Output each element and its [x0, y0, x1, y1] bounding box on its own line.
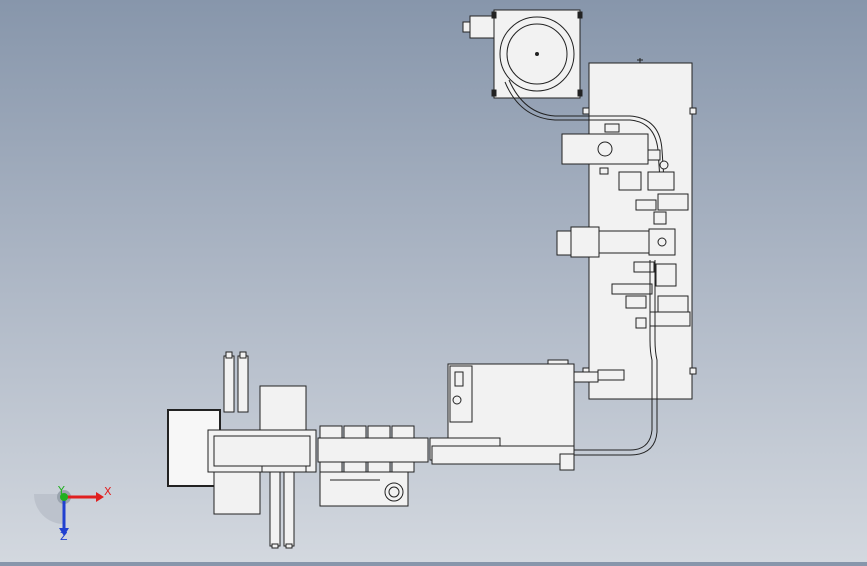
z-axis-label: Z	[60, 530, 68, 543]
vibratory-bowl-feeder	[462, 9, 583, 99]
central-machine-block	[429, 363, 575, 471]
x-axis-label: X	[104, 485, 112, 498]
y-axis-label: Y	[58, 484, 65, 497]
left-unit	[167, 351, 317, 549]
main-base-plate	[582, 58, 697, 400]
horizontal-conveyor	[317, 425, 429, 473]
axis-triad	[34, 490, 104, 536]
transfer-rail	[560, 260, 658, 456]
cylinder-station	[556, 226, 691, 329]
feed-track	[504, 79, 665, 181]
drive-motor-box	[319, 471, 409, 507]
upper-station	[561, 123, 689, 225]
